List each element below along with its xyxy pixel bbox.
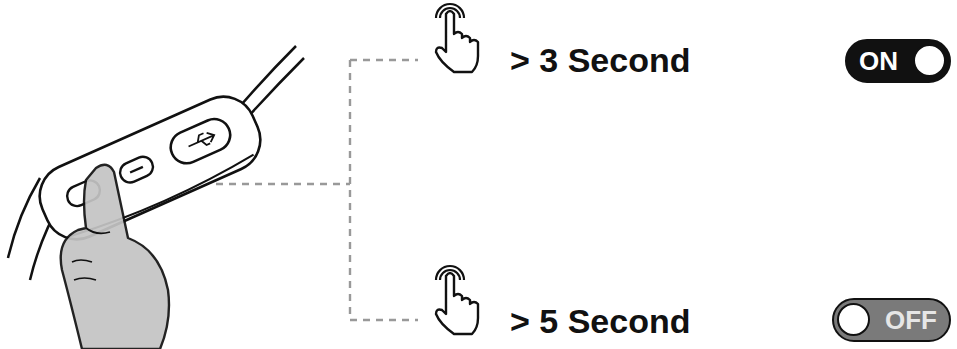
leader-line	[216, 60, 418, 320]
toggle-switch: ON	[845, 39, 951, 83]
switch-knob	[913, 44, 946, 77]
toggle-switch: OFF	[832, 298, 951, 342]
switch-knob	[837, 303, 870, 336]
control-unit	[29, 87, 270, 250]
switch-state: ON	[859, 48, 898, 74]
hand	[61, 165, 169, 349]
duration-label: > 5 Second	[510, 304, 690, 338]
duration-label: > 3 Second	[510, 43, 690, 77]
switch-state: OFF	[885, 307, 937, 333]
